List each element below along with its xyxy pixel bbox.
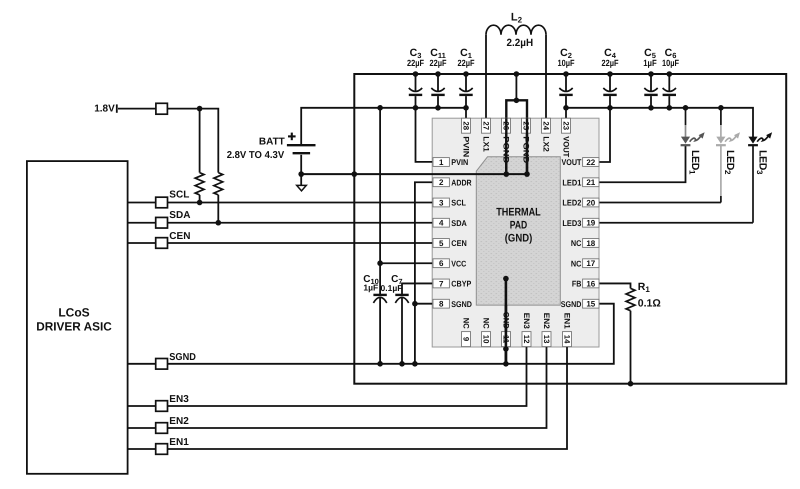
svg-text:20: 20 — [586, 198, 595, 207]
svg-text:GND: GND — [502, 312, 511, 329]
svg-text:LED3: LED3 — [562, 218, 581, 228]
svg-text:10µF: 10µF — [558, 58, 575, 68]
svg-text:SCL: SCL — [451, 198, 466, 208]
svg-text:C7: C7 — [391, 274, 402, 286]
svg-text:(GND): (GND) — [505, 233, 533, 245]
svg-text:9: 9 — [462, 337, 471, 342]
svg-text:PAD: PAD — [510, 220, 528, 232]
svg-text:22µF: 22µF — [407, 58, 424, 68]
svg-text:17: 17 — [586, 259, 595, 268]
svg-text:C11: C11 — [430, 47, 446, 60]
svg-text:LX2: LX2 — [542, 136, 551, 152]
svg-text:7: 7 — [439, 279, 444, 288]
svg-text:LED2: LED2 — [724, 150, 737, 175]
svg-text:5: 5 — [439, 239, 444, 248]
svg-text:18: 18 — [586, 239, 595, 248]
svg-text:EN1: EN1 — [169, 437, 189, 448]
svg-text:BATT: BATT — [259, 137, 285, 148]
svg-text:NC: NC — [462, 318, 471, 329]
svg-text:C2: C2 — [560, 47, 572, 60]
svg-text:22µF: 22µF — [602, 58, 619, 68]
svg-text:CBYP: CBYP — [451, 279, 471, 289]
svg-text:22: 22 — [586, 158, 595, 167]
svg-text:1µF: 1µF — [363, 283, 378, 293]
svg-text:VOUT: VOUT — [562, 157, 582, 167]
svg-text:LED1: LED1 — [562, 177, 581, 187]
svg-text:NC: NC — [482, 318, 491, 329]
svg-text:3: 3 — [439, 198, 444, 207]
svg-text:24: 24 — [542, 121, 551, 130]
svg-text:0.1Ω: 0.1Ω — [638, 298, 661, 310]
svg-text:SGND: SGND — [169, 352, 196, 363]
svg-text:C4: C4 — [604, 47, 617, 60]
svg-text:PVIN: PVIN — [462, 136, 471, 157]
svg-text:LED3: LED3 — [756, 150, 769, 175]
svg-text:10: 10 — [482, 335, 491, 344]
svg-text:LX1: LX1 — [482, 136, 491, 152]
svg-text:8: 8 — [439, 300, 444, 309]
svg-text:CEN: CEN — [169, 231, 190, 242]
svg-text:SDA: SDA — [169, 210, 190, 221]
svg-text:16: 16 — [586, 279, 595, 288]
svg-text:0.1µF: 0.1µF — [381, 283, 403, 293]
svg-text:12: 12 — [522, 335, 531, 344]
svg-text:19: 19 — [586, 219, 595, 228]
svg-text:23: 23 — [562, 121, 571, 130]
svg-text:C3: C3 — [410, 47, 422, 60]
svg-text:EN3: EN3 — [169, 394, 189, 405]
svg-text:SDA: SDA — [451, 218, 467, 228]
svg-text:EN3: EN3 — [522, 313, 531, 330]
svg-text:SGND: SGND — [561, 299, 582, 309]
svg-text:10µF: 10µF — [662, 58, 679, 68]
svg-text:2.8V TO 4.3V: 2.8V TO 4.3V — [227, 150, 285, 161]
svg-text:4: 4 — [439, 219, 444, 228]
svg-text:ADDR: ADDR — [451, 177, 471, 187]
svg-text:28: 28 — [462, 121, 471, 130]
svg-text:1.8V: 1.8V — [94, 104, 115, 115]
svg-text:SCL: SCL — [169, 190, 189, 201]
svg-text:22µF: 22µF — [430, 58, 447, 68]
svg-text:EN2: EN2 — [169, 416, 189, 427]
svg-text:EN2: EN2 — [542, 313, 551, 330]
svg-text:LCoS: LCoS — [58, 305, 89, 319]
svg-text:1µF: 1µF — [643, 58, 657, 68]
svg-text:FB: FB — [572, 279, 582, 289]
svg-text:2: 2 — [439, 178, 444, 187]
svg-text:THERMAL: THERMAL — [496, 207, 541, 219]
svg-text:L2: L2 — [511, 12, 523, 25]
svg-text:LED2: LED2 — [562, 198, 581, 208]
svg-text:14: 14 — [563, 335, 572, 344]
svg-text:27: 27 — [482, 121, 491, 130]
svg-text:PVIN: PVIN — [451, 157, 468, 167]
svg-text:1: 1 — [439, 158, 444, 167]
svg-text:21: 21 — [586, 178, 595, 187]
svg-text:C1: C1 — [460, 47, 472, 60]
svg-text:15: 15 — [586, 300, 595, 309]
svg-text:CEN: CEN — [451, 238, 467, 248]
svg-text:C10: C10 — [363, 274, 379, 286]
svg-text:VOUT: VOUT — [562, 136, 571, 157]
svg-text:13: 13 — [542, 335, 551, 344]
svg-text:6: 6 — [439, 259, 444, 268]
svg-text:C6: C6 — [665, 47, 677, 60]
svg-text:VCC: VCC — [451, 258, 466, 268]
svg-text:R1: R1 — [638, 281, 651, 294]
svg-text:SGND: SGND — [451, 299, 472, 309]
svg-text:EN1: EN1 — [563, 313, 572, 330]
svg-text:2.2µH: 2.2µH — [507, 37, 534, 49]
svg-text:22µF: 22µF — [458, 58, 475, 68]
svg-text:11: 11 — [502, 335, 511, 344]
svg-text:DRIVER ASIC: DRIVER ASIC — [36, 319, 112, 333]
svg-text:NC: NC — [571, 238, 582, 248]
svg-text:NC: NC — [571, 258, 582, 268]
svg-text:C5: C5 — [644, 47, 656, 60]
svg-text:LED1: LED1 — [688, 150, 701, 175]
